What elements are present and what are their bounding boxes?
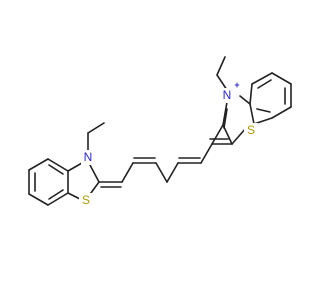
bond bbox=[166, 162, 179, 183]
bond bbox=[257, 79, 272, 89]
bond bbox=[28, 193, 49, 206]
bond bbox=[256, 108, 271, 113]
molecule-structure-diagram: N S bbox=[28, 56, 292, 208]
bond bbox=[48, 164, 64, 175]
bond bbox=[249, 103, 255, 125]
right-benzothiazolium-unit: N + S bbox=[216, 56, 292, 145]
polymethine-chain bbox=[121, 124, 233, 183]
positive-charge-label: + bbox=[234, 80, 239, 90]
bond bbox=[28, 158, 49, 171]
nitrogen-atom-label: N bbox=[223, 88, 232, 102]
bond bbox=[271, 72, 292, 85]
bond bbox=[249, 83, 253, 105]
bond bbox=[222, 101, 228, 126]
bond bbox=[67, 192, 81, 200]
bond bbox=[251, 72, 273, 85]
bond bbox=[200, 143, 213, 164]
bond bbox=[47, 158, 69, 172]
bond bbox=[216, 74, 228, 91]
bond bbox=[155, 162, 168, 183]
bond bbox=[211, 124, 224, 145]
bond bbox=[47, 192, 69, 206]
bond bbox=[231, 127, 247, 145]
bond bbox=[87, 122, 105, 134]
bond bbox=[121, 162, 134, 183]
bond bbox=[48, 189, 64, 200]
bond bbox=[67, 162, 83, 172]
bond bbox=[223, 108, 228, 129]
sulfur-atom-label: S bbox=[82, 193, 90, 207]
sulfur-atom-label: S bbox=[247, 123, 255, 137]
left-benzothiazole-unit: N S bbox=[28, 122, 123, 208]
bond bbox=[271, 106, 292, 119]
nitrogen-atom-label: N bbox=[84, 150, 93, 164]
bond bbox=[89, 164, 100, 183]
bond bbox=[216, 56, 226, 76]
bond bbox=[239, 95, 251, 105]
